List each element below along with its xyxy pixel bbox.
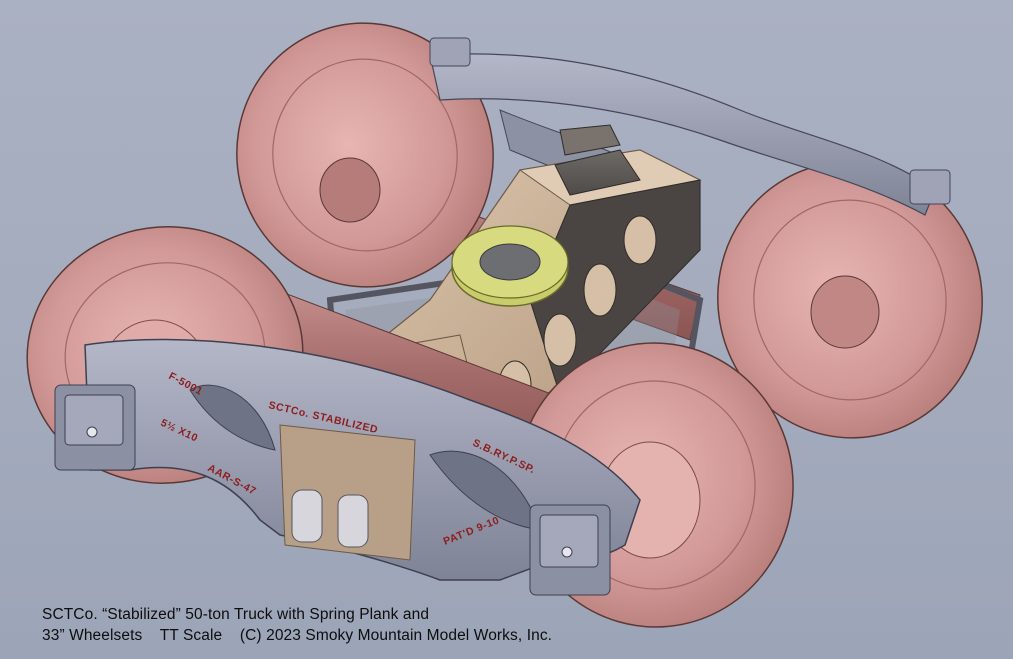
center-plate [451,225,569,307]
caption-line-1: SCTCo. “Stabilized” 50-ton Truck with Sp… [42,606,430,623]
caption-line-2: 33” Wheelsets TT Scale (C) 2023 Smoky Mo… [42,627,553,644]
front-side-frame [54,338,641,596]
